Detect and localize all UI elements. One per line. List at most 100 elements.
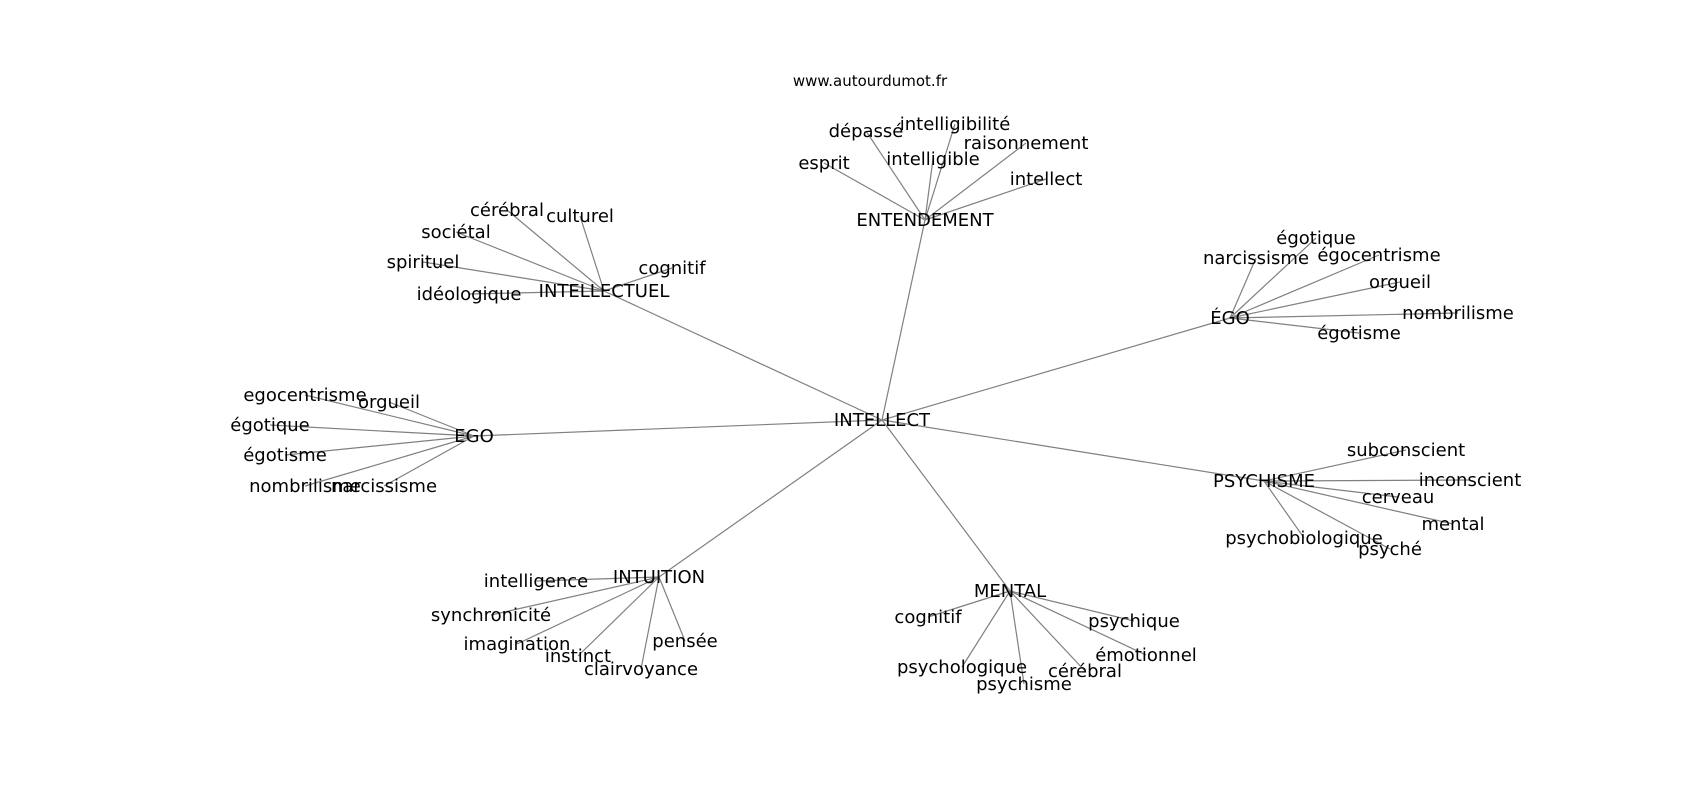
word-node-label[interactable]: cerveau bbox=[1362, 487, 1435, 508]
edge-ego-to-egotisme bbox=[1229, 317, 1360, 334]
word-node-label[interactable]: instinct bbox=[545, 646, 611, 667]
word-node-label[interactable]: psychique bbox=[1088, 611, 1180, 632]
word-node-label[interactable]: synchronicité bbox=[431, 605, 551, 626]
edge-ego-to-egotisme bbox=[284, 435, 475, 456]
word-node-label[interactable]: imagination bbox=[464, 634, 571, 655]
word-node-label[interactable]: psychobiologique bbox=[1225, 528, 1383, 549]
edge-intuition-to-synchronicite bbox=[490, 576, 660, 616]
edge-center-to-psychisme bbox=[881, 419, 1265, 482]
word-node-label[interactable]: psyché bbox=[1358, 539, 1422, 560]
word-node-label[interactable]: raisonnement bbox=[964, 133, 1089, 154]
word-node-label[interactable]: culturel bbox=[546, 206, 614, 227]
edge-ego-to-nombrilisme bbox=[304, 435, 475, 487]
word-node-label[interactable]: intelligence bbox=[484, 571, 588, 592]
edge-intuition-to-imagination bbox=[516, 576, 660, 645]
edge-psychisme-to-mental bbox=[1263, 480, 1454, 525]
edge-intellectuel-to-ideologique bbox=[468, 290, 605, 295]
hub-node-label[interactable]: INTELLECTUEL bbox=[539, 281, 670, 302]
edge-psychisme-to-cerveau bbox=[1263, 480, 1399, 498]
word-node-label[interactable]: cérébral bbox=[470, 200, 544, 221]
edge-center-to-intellectuel bbox=[603, 290, 883, 421]
edge-intellectuel-to-cerebral bbox=[506, 209, 605, 292]
word-node-label[interactable]: nombrilisme bbox=[249, 476, 361, 497]
labels-layer: www.autourdumot.fr INTELLECT ENTENDEMENT d… bbox=[230, 72, 1521, 695]
word-node-label[interactable]: narcissisme bbox=[331, 476, 437, 497]
center-node-label[interactable]: INTELLECT bbox=[834, 410, 931, 431]
edge-intuition-to-pensee bbox=[658, 576, 686, 642]
edge-intellectuel-to-societal bbox=[455, 231, 605, 292]
hub-node-label[interactable]: INTUITION bbox=[613, 567, 705, 588]
edge-psychisme-to-subconscient bbox=[1263, 449, 1407, 482]
word-node-label[interactable]: orgueil bbox=[1369, 272, 1431, 293]
edge-entendement-to-depasse bbox=[865, 130, 926, 221]
edge-ego-to-egocentrisme bbox=[1229, 254, 1380, 319]
edge-entendement-to-raisonnement bbox=[924, 142, 1027, 221]
word-node-label[interactable]: spirituel bbox=[387, 252, 460, 273]
edge-center-to-intuition bbox=[658, 419, 883, 578]
word-node-label[interactable]: idéologique bbox=[417, 284, 522, 305]
hub-node-label[interactable]: EGO bbox=[454, 426, 494, 447]
word-node-label[interactable]: cognitif bbox=[894, 607, 962, 628]
edge-intellectuel-to-cognitif bbox=[603, 267, 673, 292]
hub-node-label[interactable]: ENTENDEMENT bbox=[856, 210, 994, 231]
word-node-label[interactable]: intellect bbox=[1010, 169, 1083, 190]
edge-intuition-to-clairvoyance bbox=[640, 576, 660, 670]
edge-ego-to-orgueil bbox=[388, 401, 475, 437]
hub-node-label[interactable]: MENTAL bbox=[974, 581, 1046, 602]
word-node-label[interactable]: orgueil bbox=[358, 392, 420, 413]
edge-psychisme-to-inconscient bbox=[1263, 479, 1471, 482]
word-node-label[interactable]: égotisme bbox=[1317, 323, 1401, 344]
hub-node-label[interactable]: ÉGO bbox=[1210, 307, 1250, 329]
edge-center-to-ego bbox=[881, 317, 1231, 421]
word-node-label[interactable]: mental bbox=[1421, 514, 1484, 535]
hub-node-label[interactable]: PSYCHISME bbox=[1213, 471, 1315, 492]
edge-intellectuel-to-culturel bbox=[579, 215, 605, 292]
edge-psychisme-to-psyche bbox=[1263, 480, 1391, 550]
word-node-label[interactable]: intelligible bbox=[886, 149, 979, 170]
word-node-label[interactable]: esprit bbox=[798, 153, 849, 174]
word-node-label[interactable]: égotisme bbox=[243, 445, 327, 466]
edge-mental-to-emotionnel bbox=[1009, 590, 1147, 656]
edge-entendement-to-intellect bbox=[924, 178, 1047, 221]
edge-entendement-to-intelligible bbox=[924, 158, 934, 221]
word-node-label[interactable]: subconscient bbox=[1347, 440, 1465, 461]
edge-intellectuel-to-spirituel bbox=[422, 261, 605, 292]
edge-ego-to-orgueil bbox=[1229, 281, 1401, 319]
edge-ego-to-egotique bbox=[1229, 237, 1317, 319]
word-node-label[interactable]: dépassé bbox=[829, 121, 904, 142]
word-node-label[interactable]: intelligibilité bbox=[900, 114, 1011, 135]
word-node-label[interactable]: pensée bbox=[652, 631, 717, 652]
word-node-label[interactable]: égotique bbox=[1276, 228, 1355, 249]
word-node-label[interactable]: égotique bbox=[230, 415, 309, 436]
edge-ego-to-egocentrisme bbox=[304, 394, 475, 437]
word-node-label[interactable]: clairvoyance bbox=[584, 659, 698, 680]
word-node-label[interactable]: egocentrisme bbox=[243, 385, 366, 406]
word-node-label[interactable]: nombrilisme bbox=[1402, 303, 1514, 324]
edge-entendement-to-intelligibilite bbox=[924, 123, 956, 221]
word-node-label[interactable]: égocentrisme bbox=[1317, 245, 1440, 266]
edge-intuition-to-intelligence bbox=[535, 576, 660, 582]
word-node-label[interactable]: sociétal bbox=[421, 222, 490, 243]
word-node-label[interactable]: cognitif bbox=[638, 258, 706, 279]
edge-mental-to-psychologique bbox=[961, 590, 1011, 668]
word-node-label[interactable]: cérébral bbox=[1048, 661, 1122, 682]
edges-layer bbox=[269, 123, 1471, 685]
edge-center-to-ego bbox=[473, 419, 883, 437]
edge-mental-to-psychisme bbox=[1009, 590, 1025, 685]
edge-entendement-to-esprit bbox=[823, 162, 926, 221]
site-url[interactable]: www.autourdumot.fr bbox=[793, 72, 948, 90]
word-node-label[interactable]: émotionnel bbox=[1095, 645, 1197, 666]
edge-ego-to-narcissisme bbox=[1229, 257, 1257, 319]
word-node-label[interactable]: psychisme bbox=[976, 674, 1072, 695]
edge-center-to-entendement bbox=[881, 219, 926, 421]
edge-mental-to-cerebral bbox=[1009, 590, 1086, 672]
edge-psychisme-to-psychobiologique bbox=[1263, 480, 1305, 539]
word-node-label[interactable]: psychologique bbox=[897, 657, 1027, 678]
word-node-label[interactable]: inconscient bbox=[1419, 470, 1522, 491]
edge-mental-to-cognitif bbox=[927, 590, 1011, 618]
word-node-label[interactable]: narcissisme bbox=[1203, 248, 1309, 269]
edge-mental-to-psychique bbox=[1009, 590, 1135, 622]
edge-intuition-to-instinct bbox=[577, 576, 660, 657]
edge-ego-to-egotique bbox=[269, 424, 475, 437]
